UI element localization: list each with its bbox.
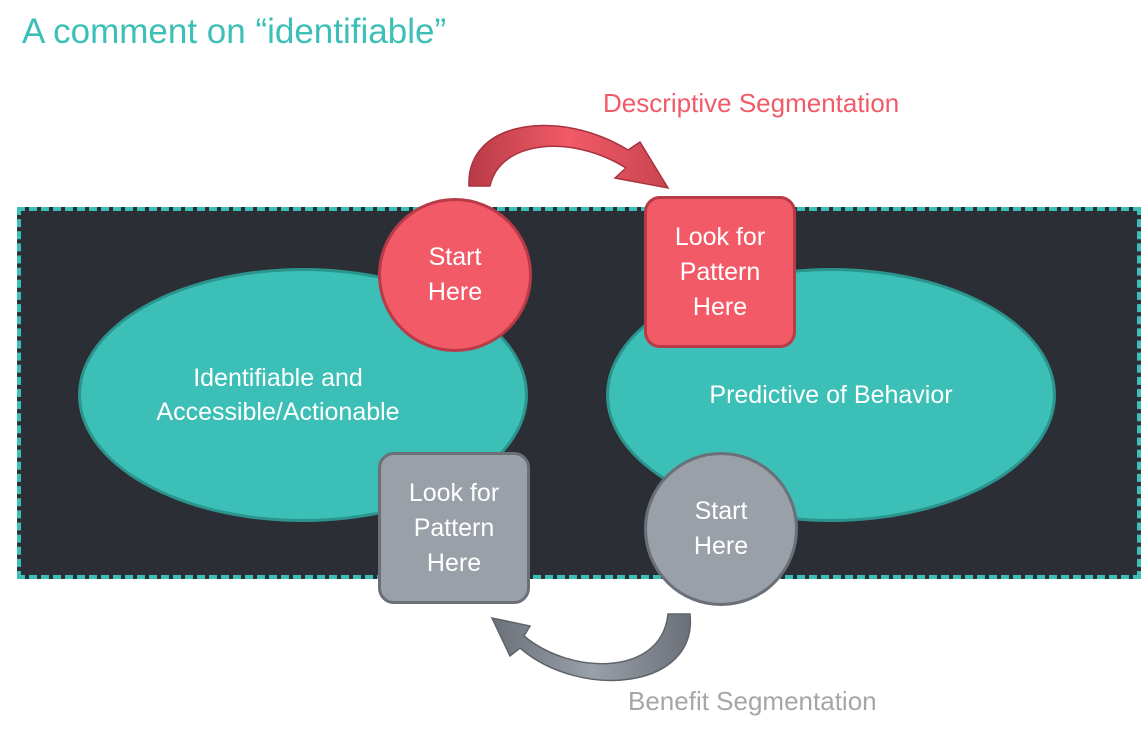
node-label: Look for Pattern Here [674,222,766,321]
look-for-pattern-benefit-node: Look for Pattern Here [378,452,530,604]
page-title: A comment on “identifiable” [22,12,447,51]
look-for-pattern-descriptive-node: Look for Pattern Here [644,196,796,348]
descriptive-flow-arrow [468,124,670,190]
start-here-benefit-node: Start Here [644,452,798,606]
node-label: Start Here [693,497,749,560]
region-label-left: Identifiable and Accessible/Actionable [156,364,400,426]
start-here-descriptive-node: Start Here [378,198,532,352]
region-label-right: Predictive of Behavior [709,381,953,409]
node-label: Start Here [427,243,483,306]
node-label: Look for Pattern Here [408,478,500,577]
benefit-segmentation-label: Benefit Segmentation [628,686,877,716]
benefit-flow-arrow [490,613,691,682]
descriptive-segmentation-label: Descriptive Segmentation [603,88,900,118]
